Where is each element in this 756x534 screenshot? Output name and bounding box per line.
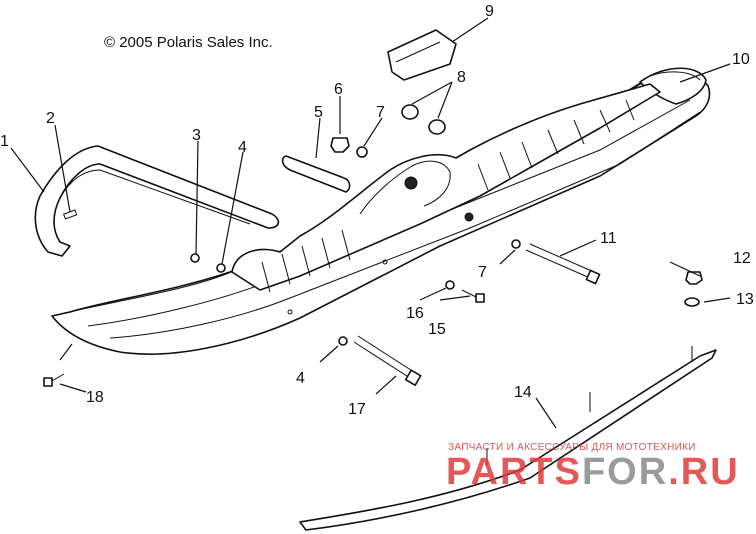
bolt-17 [353,335,422,386]
callout-9: 9 [485,3,494,20]
bushing-8b [428,119,446,135]
spindle-rod-5 [281,155,351,193]
callout-15: 15 [428,321,446,338]
callout-4b: 4 [296,370,305,387]
callout-18: 18 [86,389,104,406]
watermark-brand-for: FOR [582,451,668,493]
callout-4a: 4 [238,139,247,156]
ski-pad-9 [387,29,457,81]
callout-13: 13 [736,291,754,308]
callout-7b: 7 [478,264,487,281]
callout-3: 3 [192,127,201,144]
callout-10: 10 [732,51,750,68]
watermark-brand: PARTSFOR.RU [446,451,740,493]
callout-1: 1 [0,133,9,150]
callout-5: 5 [314,104,323,121]
watermark-tagline: ЗАПЧАСТИ И АКСЕССУАРЫ ДЛЯ МОТОТЕХНИКИ [448,442,696,453]
wear-bar [299,346,717,531]
watermark: ЗАПЧАСТИ И АКСЕССУАРЫ ДЛЯ МОТОТЕХНИКИ PA… [446,442,740,493]
callout-6: 6 [334,81,343,98]
nut-6 [330,137,350,153]
callout-2: 2 [46,110,55,127]
washer-7b [511,239,521,249]
nut-3 [190,253,200,263]
callout-7a: 7 [376,104,385,121]
washer-4a [216,263,226,273]
callout-14: 14 [514,384,532,401]
bushing-8a [401,104,419,120]
leader-lines [10,17,731,429]
callout-11: 11 [600,230,617,247]
bolt-18 [43,373,65,387]
ski-handle [34,145,280,257]
bolt-15 [461,289,485,303]
washer-13 [684,297,700,307]
ski-body [51,67,711,355]
callout-16: 16 [406,305,424,322]
washer-16 [445,280,455,290]
callout-8: 8 [457,69,466,86]
washer-7a [356,146,368,158]
watermark-brand-parts: PARTS [446,451,582,493]
watermark-brand-ru: .RU [668,451,739,493]
callout-17: 17 [348,401,366,418]
washer-4b [338,336,348,346]
callout-12: 12 [733,250,751,267]
bolt-11 [525,243,601,285]
copyright-text: © 2005 Polaris Sales Inc. [104,34,273,51]
